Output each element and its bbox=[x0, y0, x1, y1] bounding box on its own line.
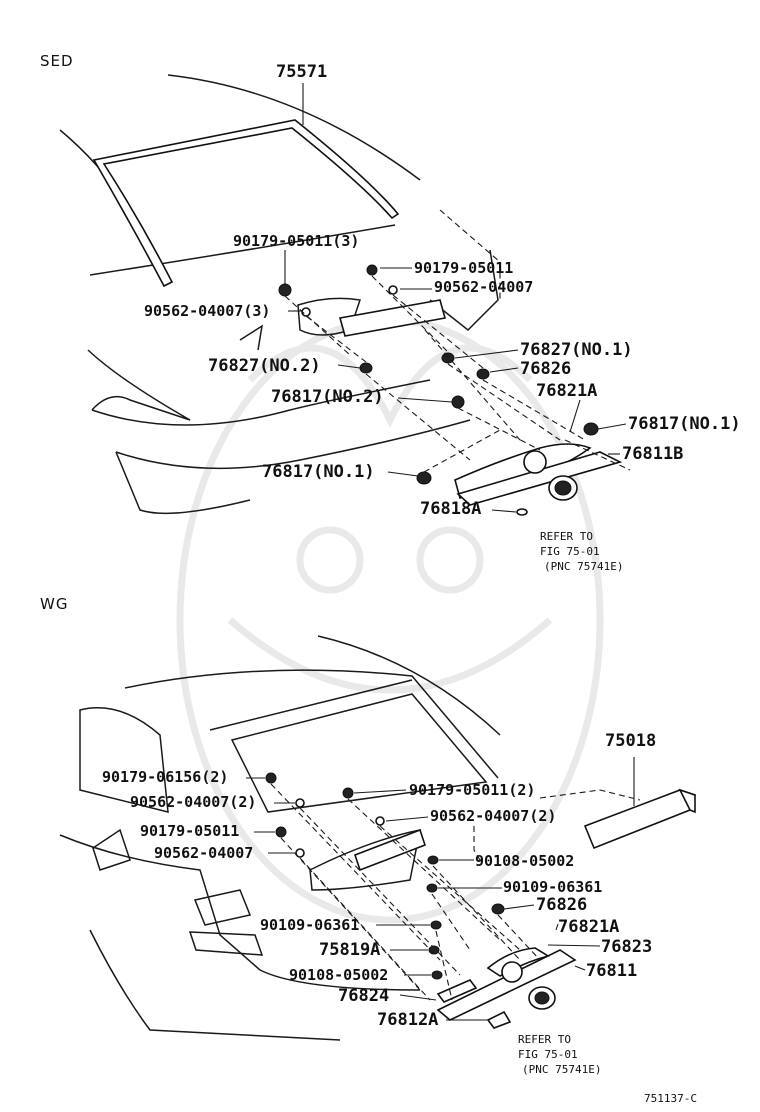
screw-90108-05002-right bbox=[427, 855, 439, 865]
bolt-76817-no1-left bbox=[416, 471, 432, 485]
wg-garnish-assembly bbox=[353, 828, 577, 1029]
wg-guide-lines bbox=[270, 783, 541, 1001]
part-76824 bbox=[436, 979, 478, 1003]
label-76827-no1: 76827(NO.1) bbox=[520, 340, 633, 360]
label-76817-no1-left: 76817(NO.1) bbox=[262, 462, 375, 482]
part-76826 bbox=[491, 903, 505, 915]
part-76821A bbox=[501, 961, 523, 983]
screw-90108-05002-left bbox=[431, 970, 443, 980]
label-76817-no1-right: 76817(NO.1) bbox=[628, 414, 741, 434]
label-75571: 75571 bbox=[276, 62, 327, 82]
ref-line-2-sed: FIG 75-01 bbox=[540, 545, 600, 558]
label-90562-04007-2a: 90562-04007(2) bbox=[130, 793, 256, 811]
label-90179-05011-3: 90179-05011(3) bbox=[233, 232, 359, 250]
clip-90179-05011 bbox=[366, 264, 378, 276]
part-76811B bbox=[456, 451, 623, 506]
label-76821A: 76821A bbox=[536, 381, 597, 401]
screw-90109-06361-left bbox=[430, 920, 442, 930]
part-76818A bbox=[516, 508, 528, 516]
label-76818A: 76818A bbox=[420, 499, 481, 519]
sedan-body bbox=[59, 74, 499, 515]
wagon-body bbox=[59, 635, 501, 1041]
sed-leader-lines bbox=[284, 83, 627, 513]
label-90562-04007-3: 90562-04007(3) bbox=[144, 302, 270, 320]
part-76812A bbox=[486, 1010, 512, 1029]
ref-line-2-wg: FIG 75-01 bbox=[518, 1048, 578, 1061]
label-76826: 76826 bbox=[520, 359, 571, 379]
label-90562-04007: 90562-04007 bbox=[434, 278, 533, 296]
part-75018-spoiler bbox=[539, 788, 697, 850]
ref-line-1-wg: REFER TO bbox=[518, 1033, 571, 1046]
screw-76827-no2 bbox=[359, 362, 373, 374]
bolt-76817-no2 bbox=[451, 395, 465, 409]
part-76826 bbox=[476, 368, 490, 380]
label-90562-04007-2b: 90562-04007(2) bbox=[430, 807, 556, 825]
label-90109-06361-left: 90109-06361 bbox=[260, 916, 359, 934]
label-90179-06156-2: 90179-06156(2) bbox=[102, 768, 228, 786]
label-76823: 76823 bbox=[601, 937, 652, 957]
screw-90109-06361-right bbox=[426, 883, 438, 893]
nut-90562-04007-2b bbox=[375, 816, 385, 826]
part-75571-moulding bbox=[92, 119, 400, 288]
label-90108-05002-left: 90108-05002 bbox=[289, 966, 388, 984]
label-76824: 76824 bbox=[338, 986, 389, 1006]
label-90179-05011: 90179-05011 bbox=[414, 259, 513, 277]
label-75018: 75018 bbox=[605, 731, 656, 751]
label-76821A: 76821A bbox=[558, 917, 619, 937]
watermark-emblem bbox=[176, 316, 604, 924]
label-90109-06361-right: 90109-06361 bbox=[503, 878, 602, 896]
label-76817-no2: 76817(NO.2) bbox=[271, 387, 384, 407]
clip-90179-05011 bbox=[275, 826, 287, 838]
label-76811: 76811 bbox=[586, 961, 637, 981]
ref-line-1-sed: REFER TO bbox=[540, 530, 593, 543]
clip-90179-06156-2 bbox=[265, 772, 277, 784]
ref-line-3-sed: (PNC 75741E) bbox=[544, 560, 623, 573]
nut-90562-04007-2a bbox=[295, 798, 305, 808]
label-75819A: 75819A bbox=[319, 940, 380, 960]
section-label-wg: WG bbox=[40, 595, 68, 613]
sed-guide-lines bbox=[284, 209, 631, 473]
ref-line-3-wg: (PNC 75741E) bbox=[522, 1063, 601, 1076]
label-90179-05011-2: 90179-05011(2) bbox=[409, 781, 535, 799]
section-label-sed: SED bbox=[40, 52, 74, 70]
label-90562-04007: 90562-04007 bbox=[154, 844, 253, 862]
label-76826: 76826 bbox=[536, 895, 587, 915]
label-90108-05002-right: 90108-05002 bbox=[475, 852, 574, 870]
label-90179-05011: 90179-05011 bbox=[140, 822, 239, 840]
figure-code: 751137-C bbox=[644, 1092, 697, 1105]
label-76827-no2: 76827(NO.2) bbox=[208, 356, 321, 376]
label-76812A: 76812A bbox=[377, 1010, 438, 1030]
nut-90562-04007 bbox=[388, 285, 398, 295]
clip-90179-05011-2 bbox=[342, 787, 354, 799]
label-76811B: 76811B bbox=[622, 444, 683, 464]
sed-garnish-assembly bbox=[338, 299, 623, 506]
bolt-76817-no1-right bbox=[583, 422, 599, 436]
nut-90562-04007 bbox=[295, 848, 305, 858]
wg-leader-lines bbox=[246, 757, 635, 1021]
clip-90179-05011-3 bbox=[278, 283, 292, 297]
